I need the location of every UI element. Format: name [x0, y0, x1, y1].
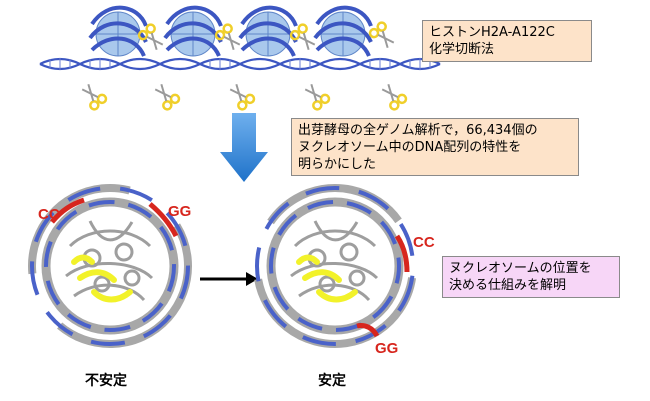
left-cc-label: CC [38, 206, 60, 223]
left-gg-label: GG [168, 203, 192, 220]
scissors-icon [214, 23, 241, 51]
scissors-icon [289, 23, 316, 51]
scissors-icon [304, 83, 331, 111]
result-box: 出芽酵母の全ゲノム解析で，66,434個の ヌクレオソーム中のDNA配列の特性を… [291, 118, 579, 176]
nucleosome-structure-left [28, 184, 192, 348]
nucleosome-1 [88, 5, 148, 57]
linker-dna [39, 57, 441, 71]
nucleosome-4 [313, 5, 373, 57]
scissors-icon [368, 21, 395, 49]
result-line-1: 出芽酵母の全ゲノム解析で，66,434個の [298, 123, 538, 138]
right-gg-label: GG [375, 340, 399, 357]
right-cc-label: CC [413, 234, 435, 251]
nucleosome-3 [238, 5, 298, 57]
goal-box: ヌクレオソームの位置を 決める仕組みを解明 [442, 256, 620, 298]
method-line-2: 化学切断法 [429, 42, 495, 57]
goal-line-1: ヌクレオソームの位置を [449, 261, 592, 276]
scissors-icon [137, 23, 164, 51]
nucleosome-structure-right [253, 184, 417, 348]
result-line-3: 明らかにした [298, 157, 377, 172]
right-arrow-icon [200, 272, 258, 286]
right-caption: 安定 [318, 372, 346, 388]
scissors-icon [381, 83, 408, 111]
goal-line-2: 決める仕組みを解明 [449, 278, 567, 293]
down-arrow-icon [220, 113, 268, 182]
result-line-2: ヌクレオソーム中のDNA配列の特性を [298, 140, 522, 155]
scissors-icon [81, 83, 108, 111]
nucleosome-2 [163, 5, 223, 57]
method-box: ヒストンH2A-A122C 化学切断法 [422, 20, 592, 62]
method-line-1: ヒストンH2A-A122C [429, 25, 555, 40]
scissors-icon [229, 83, 256, 111]
scissors-icon [154, 83, 181, 111]
left-caption: 不安定 [85, 372, 127, 388]
